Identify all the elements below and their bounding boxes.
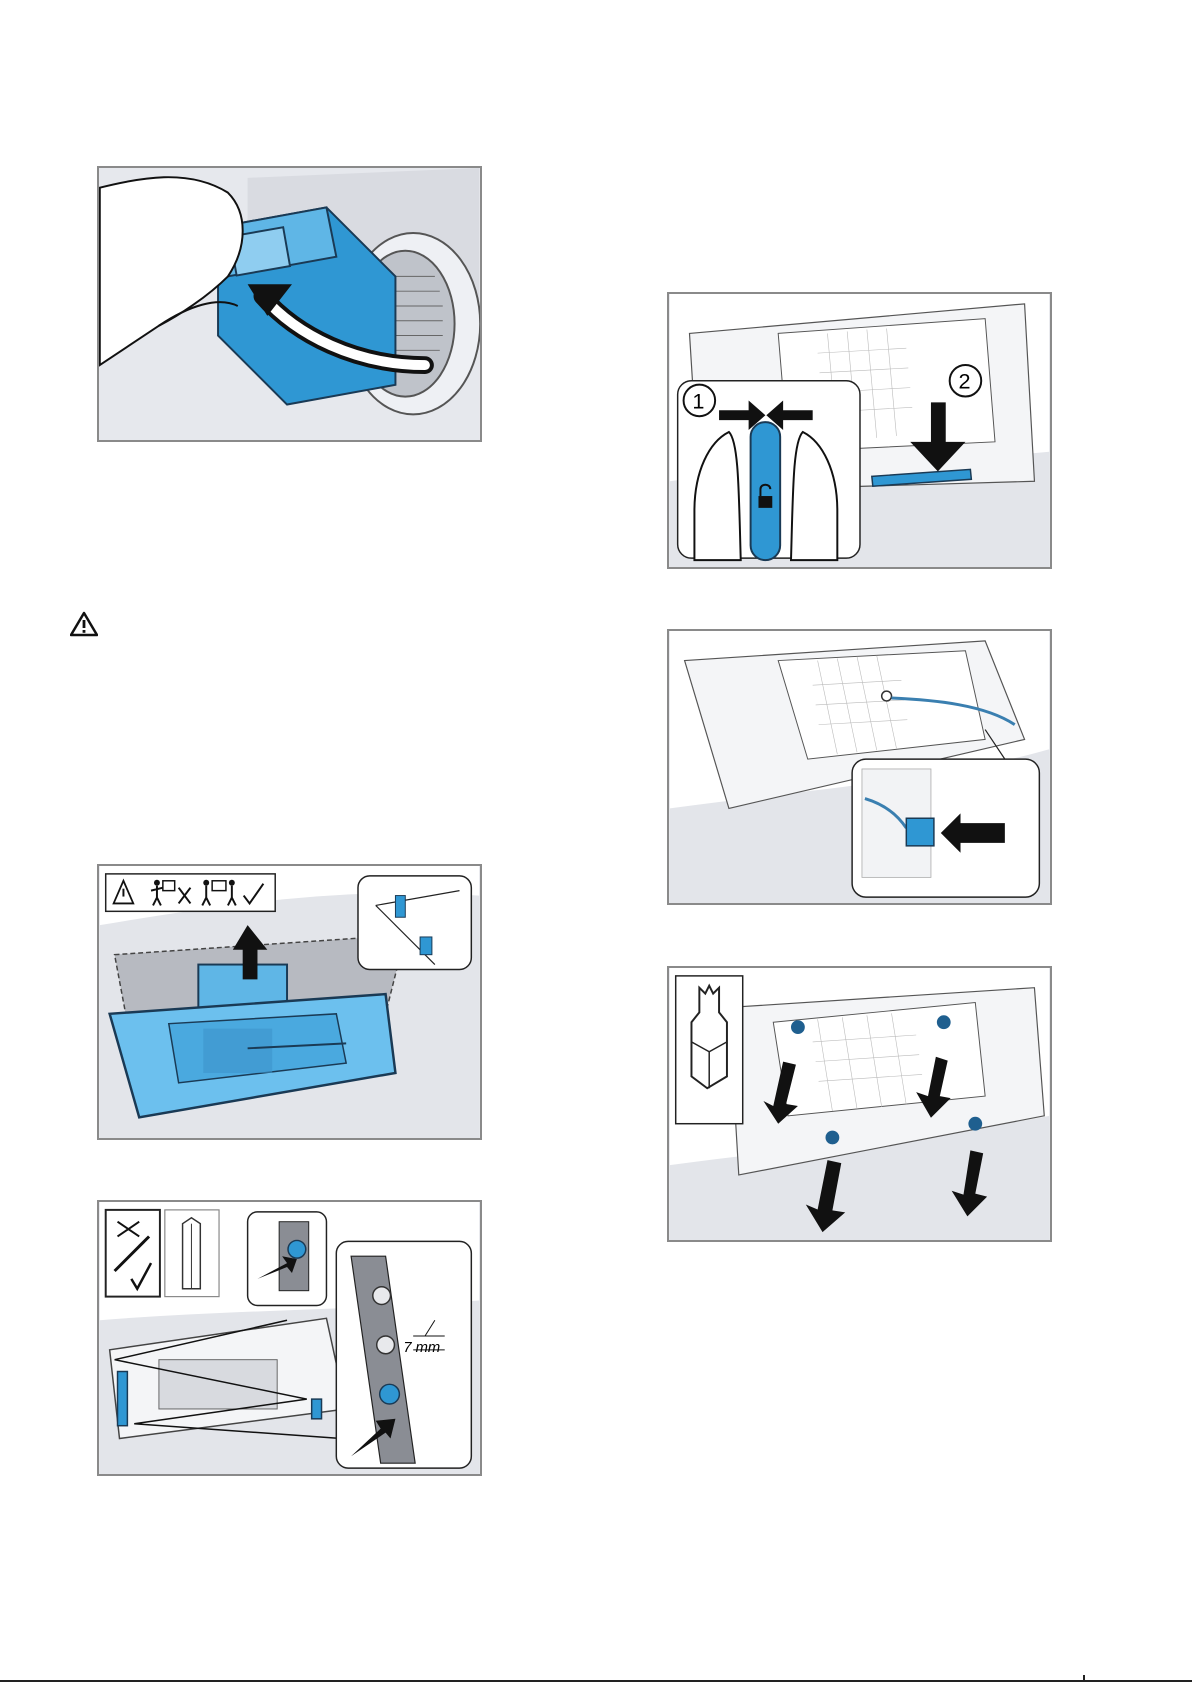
rail-release-illustration: 2 1 bbox=[669, 294, 1050, 567]
step-2-label: 2 bbox=[959, 369, 971, 394]
page-bottom-tick bbox=[1083, 1675, 1085, 1682]
figure-rail-release: 2 1 bbox=[667, 292, 1052, 569]
figure-panel-lift bbox=[97, 864, 482, 1140]
filter-removal-illustration bbox=[99, 168, 480, 440]
screw-removal-illustration bbox=[669, 968, 1050, 1240]
torx-bit-icon bbox=[183, 1218, 201, 1289]
figure-rail-mounting: 7 mm bbox=[97, 1200, 482, 1476]
connector-illustration bbox=[669, 631, 1050, 903]
panel-lift-illustration bbox=[99, 866, 480, 1138]
step-1-label: 1 bbox=[692, 388, 704, 413]
page-bottom-rule bbox=[0, 1680, 1192, 1682]
figure-connector bbox=[667, 629, 1052, 905]
figure-screw-removal bbox=[667, 966, 1052, 1242]
figure-filter-removal bbox=[97, 166, 482, 442]
rail-mounting-illustration: 7 mm bbox=[99, 1202, 480, 1474]
dimension-label: 7 mm bbox=[403, 1340, 440, 1356]
warning-triangle-icon bbox=[70, 611, 98, 637]
